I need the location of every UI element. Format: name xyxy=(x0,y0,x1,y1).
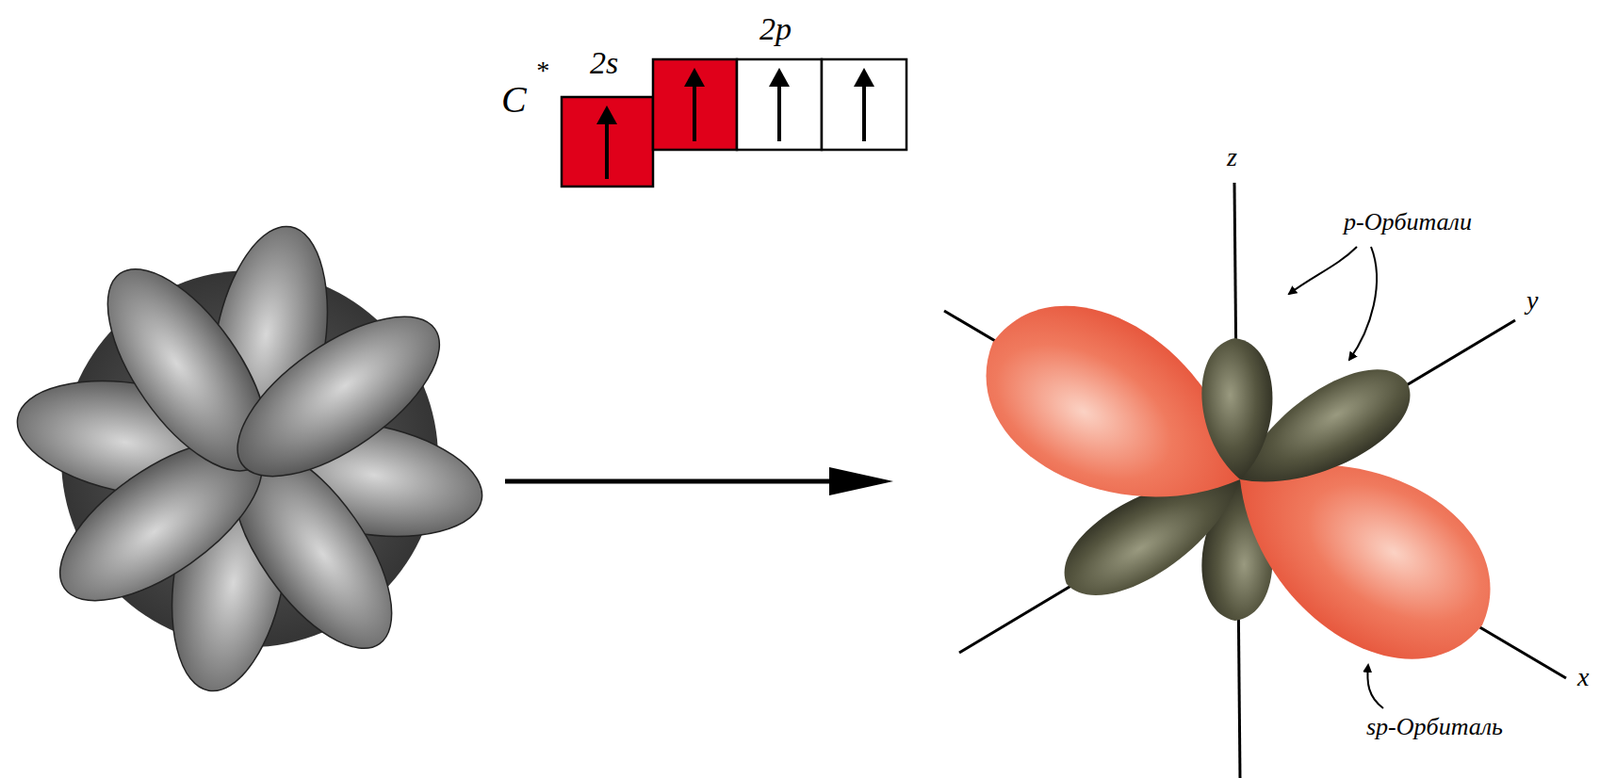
excited-mark: * xyxy=(535,56,549,86)
element-symbol: C xyxy=(501,79,527,121)
sp-hybrid-orbitals xyxy=(952,269,1526,697)
transition-arrow xyxy=(505,467,894,496)
leader-arrows xyxy=(1289,246,1384,709)
electron-arrows xyxy=(596,67,875,180)
unhybridized-orbitals xyxy=(8,217,492,702)
axis-label: x xyxy=(1577,663,1589,693)
axis-label: z xyxy=(1226,143,1238,173)
orbital-label: p-Орбитали xyxy=(1343,209,1472,237)
axes xyxy=(944,182,1567,778)
sublevel-label: 2p xyxy=(759,11,792,47)
sublevel-label: 2s xyxy=(589,45,619,81)
orbital-label: sp-Орбиталь xyxy=(1366,714,1503,742)
axis-label: y xyxy=(1526,286,1538,316)
